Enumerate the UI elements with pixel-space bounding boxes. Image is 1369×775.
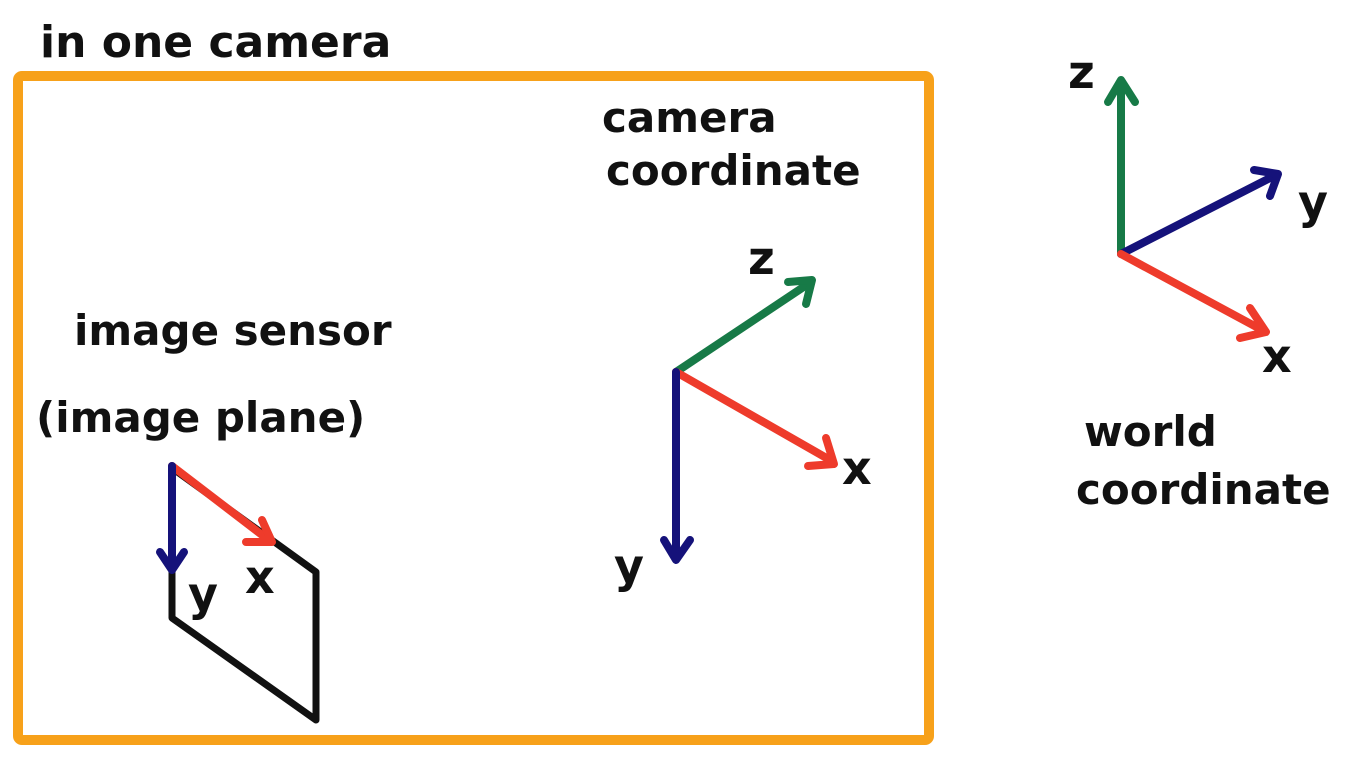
world-y-axis <box>1117 172 1278 258</box>
sensor-label-line2: (image plane) <box>36 393 365 442</box>
camera-x-label: x <box>842 441 872 495</box>
world-z-arrowhead <box>1104 76 1139 106</box>
world-x-axis <box>1117 250 1266 334</box>
world-x-label: x <box>1262 329 1292 383</box>
sensor-y-label: y <box>188 567 218 621</box>
world-y-label: y <box>1298 175 1328 229</box>
world-label-line1: world <box>1084 407 1217 456</box>
sensor-x-arrowhead <box>242 516 276 546</box>
sensor-x-label: x <box>245 550 275 604</box>
world-z-label: z <box>1068 45 1095 99</box>
camera-coordinate-group: camera coordinate z x y <box>602 93 872 593</box>
world-y-arrowhead <box>1250 166 1282 200</box>
image-sensor-group: image sensor (image plane) x y <box>36 306 392 724</box>
sensor-label-line1: image sensor <box>74 306 392 355</box>
world-coordinate-group: z y x world coordinate <box>1068 45 1331 514</box>
camera-label-line1: camera <box>602 93 777 142</box>
sensor-x-axis <box>168 462 270 542</box>
world-label-line2: coordinate <box>1076 465 1331 514</box>
camera-y-arrowhead <box>660 536 694 564</box>
camera-x-arrowhead <box>804 434 838 470</box>
camera-frame <box>13 71 934 745</box>
camera-z-arrowhead <box>784 276 816 308</box>
frame-title: in one camera <box>40 17 391 68</box>
camera-z-axis <box>672 280 812 376</box>
camera-x-axis <box>672 368 834 464</box>
camera-z-label: z <box>748 231 775 285</box>
world-x-arrowhead <box>1236 304 1270 342</box>
sensor-y-arrowhead <box>156 548 188 574</box>
camera-label-line2: coordinate <box>606 146 861 195</box>
camera-y-label: y <box>614 539 644 593</box>
